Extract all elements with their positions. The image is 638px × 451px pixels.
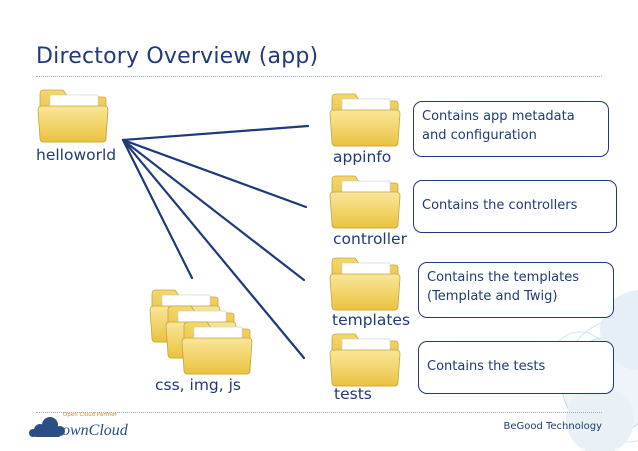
title-rule: [36, 76, 602, 77]
callout-appinfo: Contains app metadata and configuration: [413, 101, 609, 157]
brand-wordmark: ownCloud: [62, 422, 128, 439]
callout-tests-line-1: Contains the tests: [427, 359, 546, 374]
folder-label-helloworld: helloworld: [36, 146, 117, 164]
callout-controller-line-1: Contains the controllers: [422, 198, 578, 213]
connector-templates: [121, 138, 306, 282]
folder-label-appinfo: appinfo: [333, 148, 392, 166]
brand-tagline: Open Cloud Partner: [63, 412, 117, 418]
connector-appinfo: [121, 124, 310, 142]
callout-tests: Contains the tests: [418, 341, 614, 394]
folder-label-controller: controller: [333, 230, 407, 248]
connector-controller: [121, 138, 308, 209]
connector-tests: [121, 138, 306, 360]
callout-appinfo-line-1: Contains app metadata: [422, 109, 575, 124]
page-title: Directory Overview (app): [36, 44, 319, 69]
footer-rule: [36, 412, 602, 413]
folder-label-tests: tests: [334, 385, 372, 403]
callout-templates-line-2: (Template and Twig): [427, 289, 558, 304]
callout-templates: Contains the templates (Template and Twi…: [418, 262, 614, 318]
footer-company: BeGood Technology: [503, 421, 602, 432]
folder-label-templates: templates: [332, 311, 411, 329]
callout-templates-line-1: Contains the templates: [427, 270, 580, 285]
connector-assets: [121, 138, 194, 280]
folder-label-assets: css, img, js: [155, 376, 242, 394]
callout-controller: Contains the controllers: [413, 180, 617, 233]
callout-appinfo-line-2: and configuration: [422, 128, 537, 143]
